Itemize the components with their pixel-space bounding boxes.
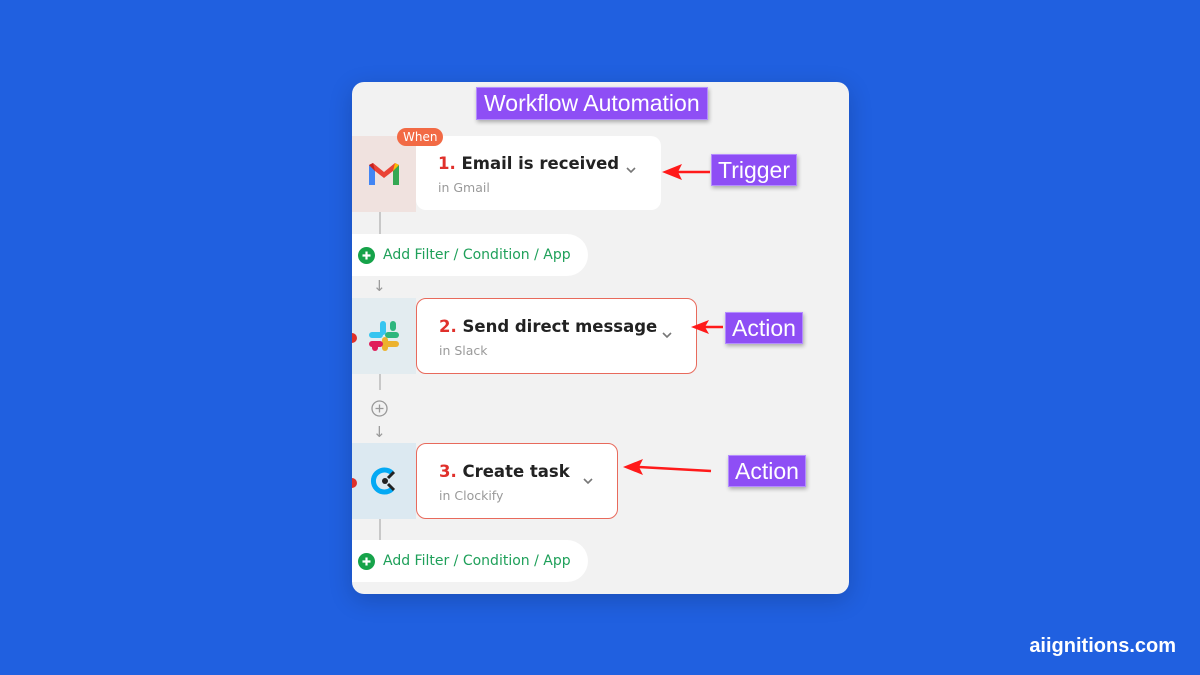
arrow-down-icon: ↓ <box>373 423 386 441</box>
when-badge: When <box>397 128 444 146</box>
chevron-down-icon[interactable] <box>583 476 593 486</box>
step-card-1[interactable]: 1. Email is received in Gmail <box>416 136 661 210</box>
step-3-marker <box>352 478 357 488</box>
add-filter-button-1[interactable]: Add Filter / Condition / App <box>352 234 588 276</box>
plus-circle-icon <box>358 246 375 264</box>
step-3-icon-tile <box>352 443 416 519</box>
arrow-left-icon <box>691 320 723 334</box>
brand-footer: aiignitions.com <box>1029 635 1176 657</box>
step-3-app-label: in Clockify <box>439 488 504 503</box>
workflow-title: Workflow Automation <box>476 87 708 120</box>
chevron-down-icon[interactable] <box>626 165 636 175</box>
add-filter-button-2[interactable]: Add Filter / Condition / App <box>352 540 588 582</box>
connector-line <box>379 519 381 541</box>
step-card-3[interactable]: 3. Create task in Clockify <box>416 443 618 519</box>
action-annotation-1: Action <box>725 312 803 344</box>
step-3-title: 3. Create task <box>439 462 570 481</box>
step-2-marker <box>352 333 357 343</box>
plus-circle-icon <box>358 552 375 570</box>
add-filter-label: Add Filter / Condition / App <box>383 247 571 263</box>
slack-icon <box>369 321 399 351</box>
arrow-left-icon <box>623 459 712 475</box>
add-filter-label: Add Filter / Condition / App <box>383 553 571 569</box>
action-annotation-2: Action <box>728 455 806 487</box>
arrow-left-icon <box>662 164 710 180</box>
trigger-annotation: Trigger <box>711 154 797 186</box>
connector-line <box>379 212 381 234</box>
step-2-app-label: in Slack <box>439 343 488 358</box>
step-2-title: 2. Send direct message <box>439 317 658 336</box>
arrow-down-icon: ↓ <box>373 277 386 295</box>
gmail-icon <box>369 163 399 185</box>
connector-line <box>379 374 381 390</box>
step-1-title: 1. Email is received <box>438 154 620 173</box>
step-1-icon-tile <box>352 136 416 212</box>
add-step-icon[interactable] <box>371 400 388 417</box>
step-card-2[interactable]: 2. Send direct message in Slack <box>416 298 697 374</box>
clockify-icon <box>371 467 396 495</box>
step-2-icon-tile <box>352 298 416 374</box>
step-1-app-label: in Gmail <box>438 180 490 195</box>
chevron-down-icon[interactable] <box>662 330 672 340</box>
